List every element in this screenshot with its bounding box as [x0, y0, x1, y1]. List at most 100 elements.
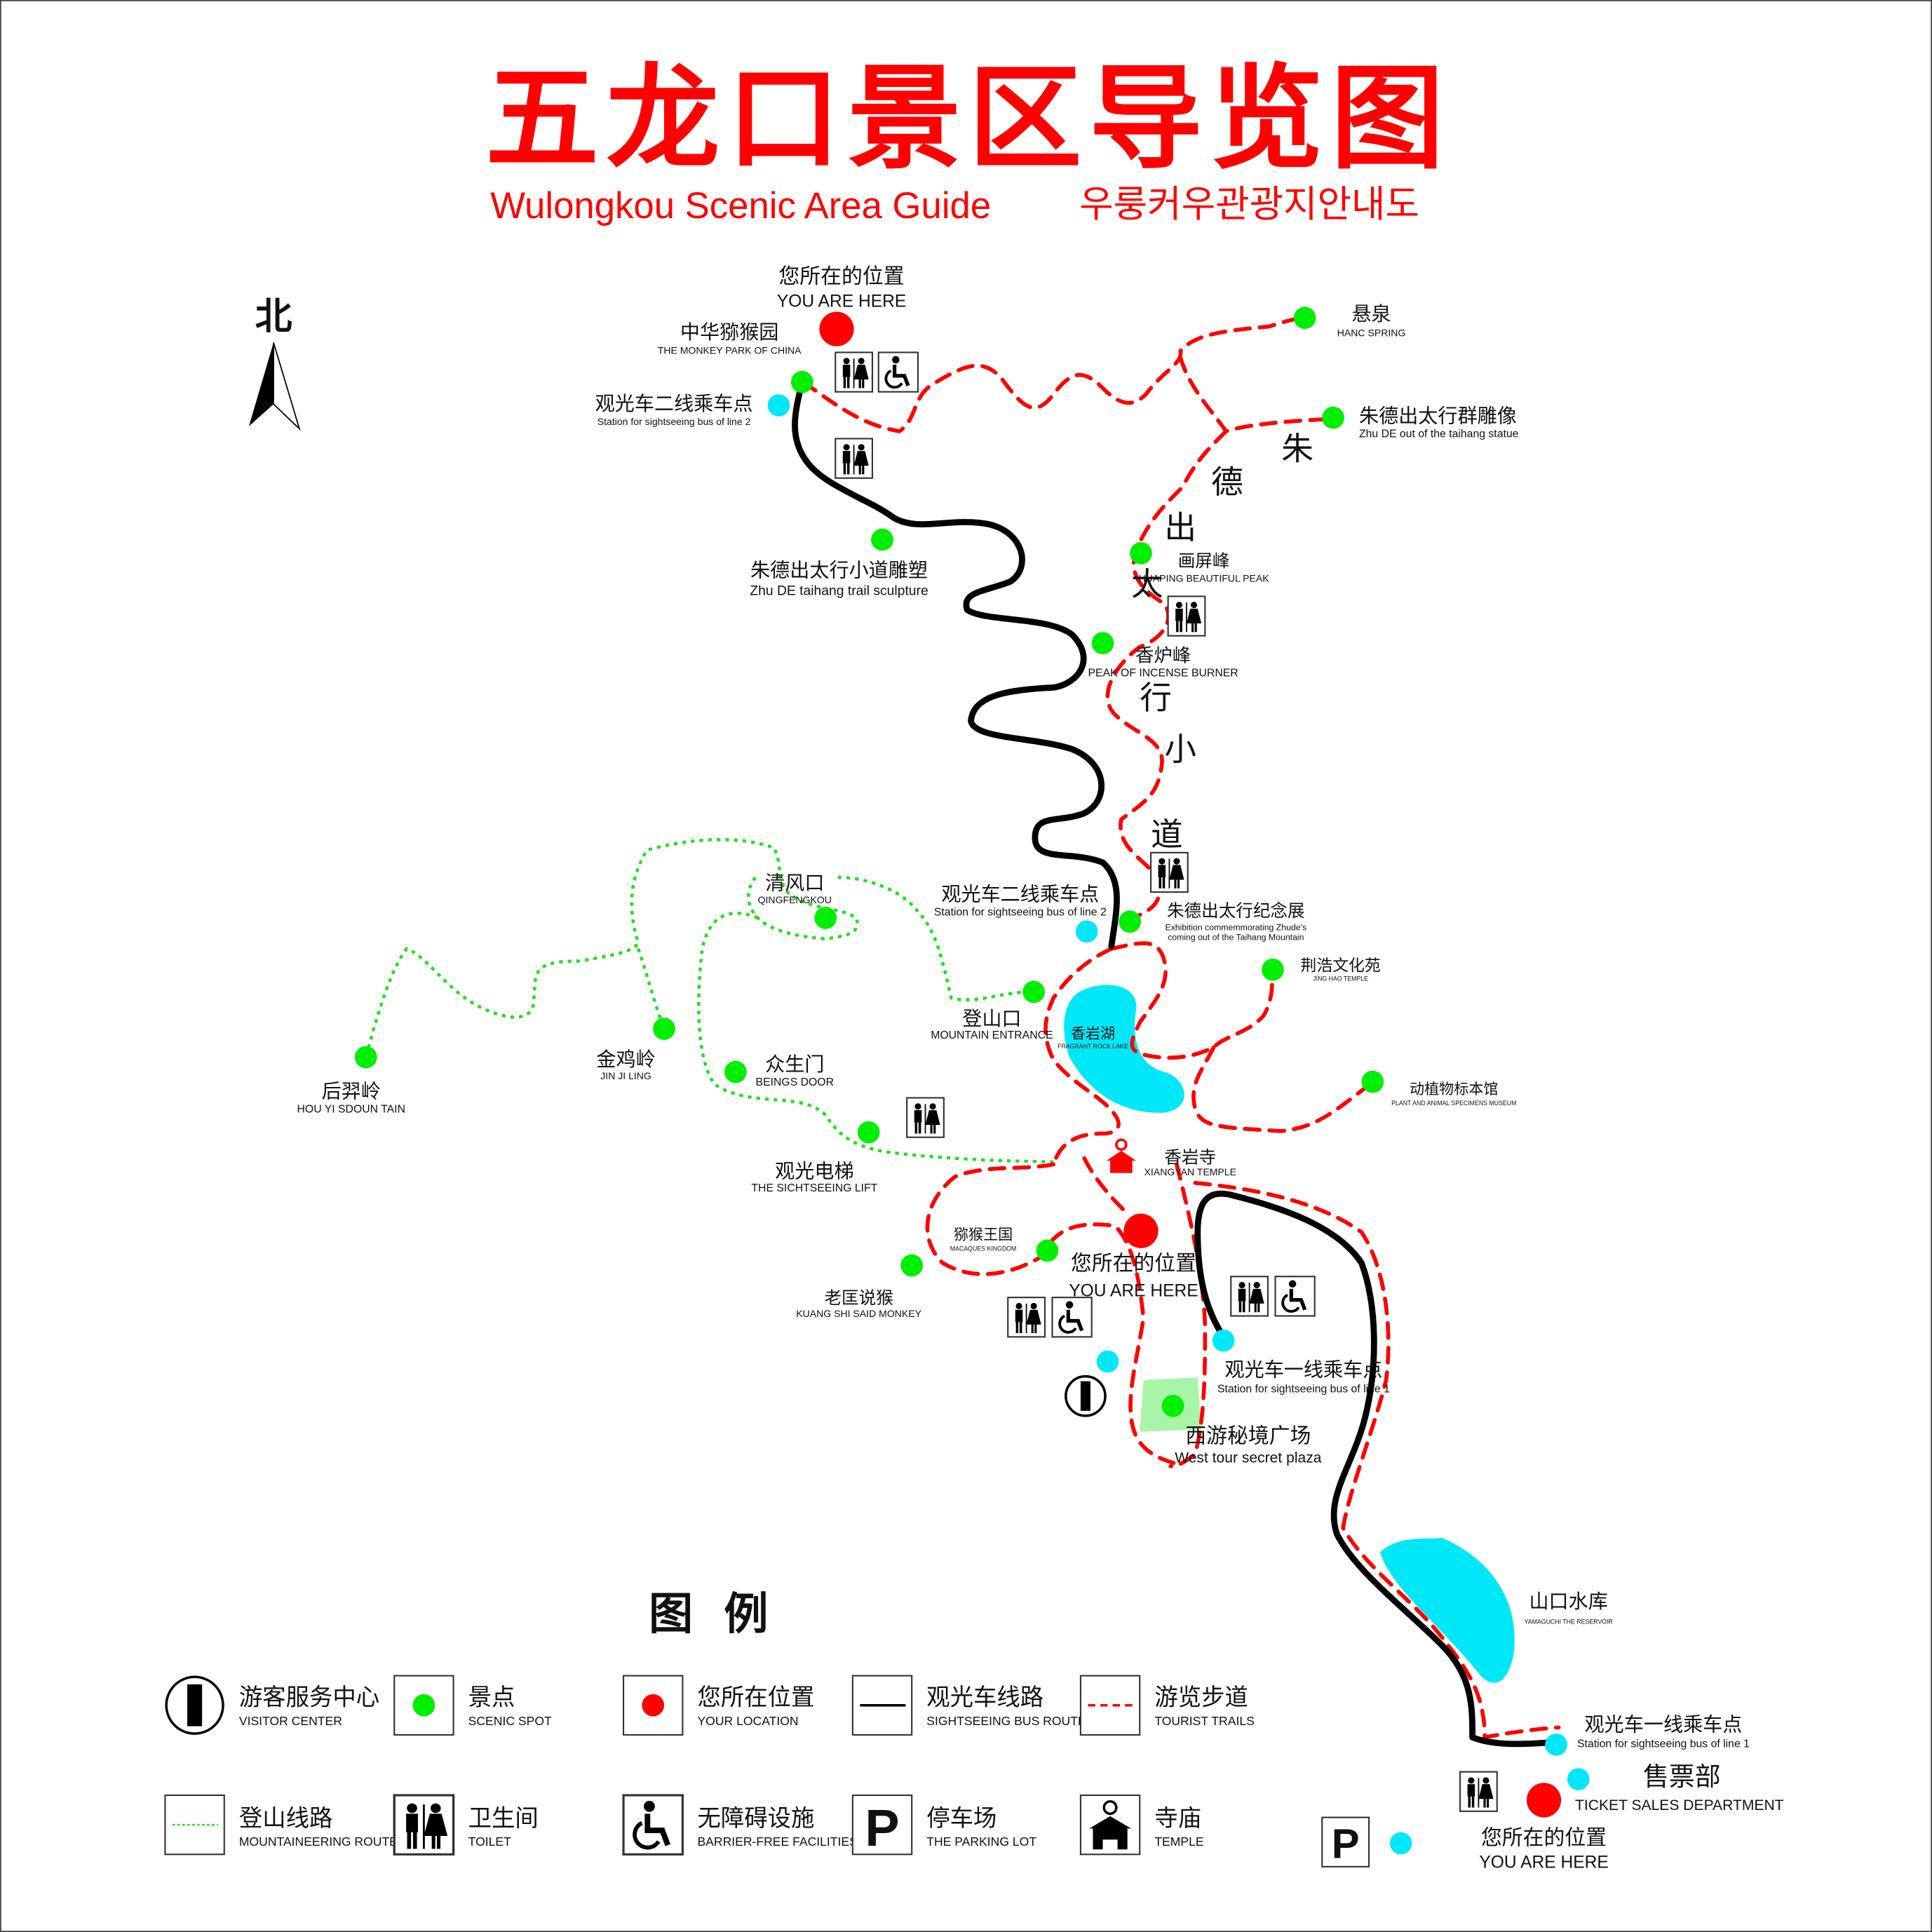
- label-bus2-mid-zh: 观光车二线乘车点: [941, 882, 1099, 905]
- scenic-spot-marker[interactable]: [871, 528, 893, 551]
- label-beings-en: BEINGS DOOR: [756, 1076, 834, 1088]
- scenic-spot-marker[interactable]: [1322, 406, 1344, 429]
- svg-text:TOILET: TOILET: [468, 1835, 511, 1849]
- label-exhibition-zh: 朱德出太行纪念展: [1167, 900, 1305, 921]
- parking-icon: P: [1321, 1816, 1370, 1867]
- label-exhibition-en1: Exhibition commemmorating Zhude's: [1165, 923, 1306, 933]
- scenic-spot-marker[interactable]: [900, 1254, 924, 1277]
- markers: [355, 306, 1590, 1855]
- bus-route-line-1: [1194, 1190, 1558, 1748]
- scenic-spot-marker[interactable]: [857, 1121, 880, 1144]
- svg-text:无障碍设施: 无障碍设施: [697, 1804, 814, 1832]
- toilet-icon: [835, 351, 874, 393]
- scenic-spot-marker[interactable]: [1361, 1070, 1384, 1093]
- svg-text:TEMPLE: TEMPLE: [1154, 1835, 1203, 1849]
- label-jinji-zh: 金鸡岭: [596, 1048, 655, 1071]
- svg-text:游览步道: 游览步道: [1154, 1684, 1248, 1711]
- svg-text:停车场: 停车场: [926, 1804, 997, 1832]
- legend-toilet: 卫生间 TOILET: [393, 1794, 539, 1856]
- legend-visitor-center: 游客服务中心 VISITOR CENTER: [165, 1675, 379, 1735]
- label-ticket-en: TICKET SALES DEPARTMENT: [1575, 1797, 1784, 1813]
- scenic-spot-marker[interactable]: [1262, 958, 1284, 981]
- bus-stop-marker[interactable]: [1075, 920, 1098, 943]
- bus-stop-marker[interactable]: [1545, 1734, 1567, 1756]
- svg-text:寺庙: 寺庙: [1154, 1804, 1201, 1832]
- trail-char-5: 行: [1140, 679, 1172, 716]
- label-here-top-en: YOU ARE HERE: [777, 292, 906, 311]
- svg-text:YOUR LOCATION: YOUR LOCATION: [697, 1714, 798, 1728]
- label-bus1-bottom-zh: 观光车一线乘车点: [1585, 1713, 1743, 1736]
- scenic-spot-marker[interactable]: [1119, 910, 1141, 933]
- trail-char-1: 朱: [1281, 430, 1313, 467]
- label-museum-en: PLANT AND ANIMAL SPECIMENS MUSEUM: [1391, 1100, 1516, 1107]
- svg-text:BARRIER-FREE FACILITIES: BARRIER-FREE FACILITIES: [697, 1835, 857, 1849]
- label-bus1-mid-zh: 观光车一线乘车点: [1224, 1358, 1382, 1382]
- svg-text:MOUNTAINEERING ROUTE: MOUNTAINEERING ROUTE: [239, 1835, 398, 1849]
- trail-char-6: 小: [1164, 731, 1196, 768]
- bus-stop-marker[interactable]: [1212, 1329, 1235, 1352]
- label-kuangshi-en: KUANG SHI SAID MONKEY: [796, 1308, 921, 1319]
- label-here-mid-zh: 您所在的位置: [1071, 1251, 1196, 1276]
- scenic-spot-marker[interactable]: [1036, 1239, 1059, 1262]
- label-lift-zh: 观光电梯: [775, 1160, 853, 1183]
- scenic-spot-marker[interactable]: [1022, 980, 1045, 1004]
- place-labels: 您所在的位置 YOU ARE HERE 中华猕猴园 THE MONKEY PAR…: [297, 264, 1784, 1872]
- label-ticket-zh: 售票部: [1643, 1762, 1721, 1792]
- label-lift-en: THE SICHTSEEING LIFT: [751, 1182, 877, 1194]
- reservoir-water: [1379, 1537, 1515, 1683]
- scenic-spot-marker[interactable]: [653, 1018, 675, 1040]
- scenic-spot-marker[interactable]: [791, 370, 813, 393]
- fragrant-rock-lake: [1064, 985, 1184, 1113]
- label-here-mid-en: YOU ARE HERE: [1069, 1281, 1198, 1300]
- svg-text:您所在位置: 您所在位置: [697, 1684, 814, 1711]
- label-plaza-zh: 西游秘境广场: [1185, 1424, 1311, 1448]
- temple-icon: [1106, 1138, 1136, 1173]
- legend: 图 例 游客服务中心 VISITOR CENTER 景点 SCENIC SPOT…: [164, 1588, 1255, 1857]
- label-jinji-en: JIN JI LING: [600, 1070, 651, 1081]
- legend-mountaineering-route: 登山线路 MOUNTAINEERING ROUTE: [164, 1794, 398, 1856]
- svg-text:卫生间: 卫生间: [468, 1804, 539, 1832]
- you-are-here-marker: [819, 311, 854, 346]
- bus-stop-marker[interactable]: [767, 394, 790, 417]
- label-here-top-zh: 您所在的位置: [778, 264, 904, 289]
- svg-text:P: P: [1332, 1820, 1360, 1867]
- scenic-spot-marker[interactable]: [814, 907, 837, 929]
- label-zhude-statue-en: Zhu DE out of the taihang statue: [1359, 428, 1519, 440]
- label-here-bottom-en: YOU ARE HERE: [1479, 1853, 1608, 1872]
- label-here-bottom-zh: 您所在的位置: [1481, 1825, 1607, 1850]
- svg-text:登山线路: 登山线路: [239, 1804, 333, 1832]
- scenic-spot-marker[interactable]: [724, 1060, 747, 1083]
- svg-text:TOURIST TRAILS: TOURIST TRAILS: [1154, 1714, 1255, 1728]
- label-incense-en: PEAK OF INCENSE BURNER: [1088, 668, 1238, 680]
- toilet-icon: [906, 1097, 945, 1138]
- svg-text:SCENIC SPOT: SCENIC SPOT: [468, 1714, 552, 1728]
- label-beings-zh: 众生门: [765, 1053, 824, 1076]
- title-en: Wulongkou Scenic Area Guide: [490, 185, 991, 227]
- toilet-icon: [393, 1794, 455, 1856]
- label-jinghao-zh: 荆浩文化苑: [1301, 957, 1381, 975]
- bus-stop-marker[interactable]: [1389, 1832, 1412, 1855]
- bus-stop-marker[interactable]: [1096, 1350, 1119, 1373]
- label-xiangyan-zh: 香岩寺: [1164, 1147, 1216, 1168]
- bus-route-line-2: [792, 379, 1120, 950]
- title-zh: 五龙口景区导览图: [485, 53, 1451, 185]
- label-macaques-zh: 猕猴王国: [954, 1226, 1013, 1243]
- title-ko: 우룽커우관광지안내도: [1079, 183, 1419, 226]
- mountaineering-routes: [364, 838, 1054, 1164]
- scenic-spot-marker[interactable]: [355, 1046, 377, 1069]
- wheelchair-icon: [623, 1795, 682, 1854]
- bus-stop-marker[interactable]: [1567, 1768, 1590, 1790]
- scenic-spot-marker[interactable]: [1091, 632, 1114, 654]
- label-qingfengkou-zh: 清风口: [765, 872, 824, 895]
- trail-char-7: 道: [1151, 816, 1183, 853]
- label-qingfengkou-en: QINGFENGKOU: [758, 894, 832, 905]
- label-bus1-bottom-en: Station for sightseeing bus of line 1: [1577, 1738, 1750, 1750]
- toilet-icon: [1007, 1297, 1046, 1338]
- legend-scenic-spot: 景点 SCENIC SPOT: [393, 1675, 552, 1736]
- scenic-spot-marker[interactable]: [1293, 306, 1316, 330]
- scenic-spot-marker[interactable]: [1161, 1394, 1184, 1417]
- temple-icon: [1089, 1799, 1131, 1850]
- trail-char-3: 出: [1164, 509, 1196, 546]
- scenic-spot-marker[interactable]: [1130, 542, 1152, 565]
